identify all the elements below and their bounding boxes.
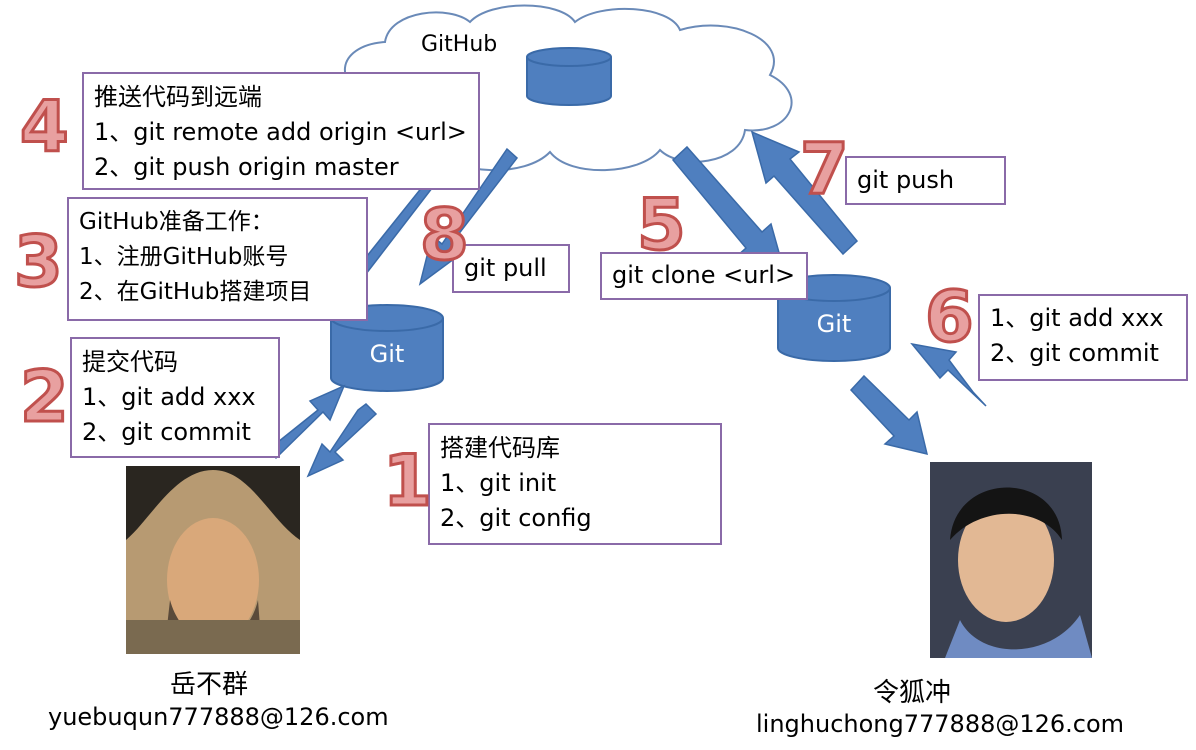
- step4-title: 推送代码到远端: [94, 83, 262, 111]
- git-label-right: Git: [816, 310, 852, 338]
- arrow-commit-down-right: [849, 374, 929, 456]
- step1-box: 搭建代码库 1、git init 2、git config: [428, 423, 722, 545]
- step-number-8: 8: [419, 194, 471, 276]
- arrow-commit-up-right: [910, 342, 987, 407]
- step3-line2: 2、在GitHub搭建项目: [79, 279, 312, 305]
- portrait-linghuchong: [930, 462, 1092, 658]
- step-number-2: 2: [19, 356, 71, 438]
- step6-box: 1、git add xxx 2、git commit: [978, 294, 1188, 381]
- step-number-5: 5: [636, 184, 688, 266]
- step-number-3: 3: [13, 221, 65, 303]
- step2-title: 提交代码: [82, 348, 178, 376]
- step8-box: git pull: [452, 244, 570, 293]
- person-email-left: yuebuqun777888@126.com: [48, 703, 389, 731]
- step2-box: 提交代码 1、git add xxx 2、git commit: [70, 337, 280, 458]
- arrow-commit-down: [306, 403, 378, 478]
- github-label: GitHub: [421, 32, 498, 57]
- step3-title: GitHub准备工作：: [79, 209, 274, 235]
- step5-command: git clone <url>: [612, 261, 796, 289]
- step7-box: git push: [845, 156, 1006, 205]
- step6-line2: 2、git commit: [990, 339, 1159, 367]
- step1-title: 搭建代码库: [440, 434, 560, 462]
- step8-command: git pull: [464, 254, 547, 282]
- step7-command: git push: [857, 166, 955, 194]
- git-label-left: Git: [369, 340, 405, 368]
- person-name-left: 岳不群: [170, 670, 249, 700]
- step-number-7: 7: [799, 128, 851, 210]
- step6-line1: 1、git add xxx: [990, 304, 1164, 332]
- step-number-4: 4: [19, 86, 71, 168]
- person-email-right: linghuchong777888@126.com: [756, 710, 1125, 738]
- step1-line2: 2、git config: [440, 504, 592, 532]
- local-git-database-icon-left: [330, 304, 444, 392]
- arrow-push-right: [750, 130, 859, 256]
- portrait-yuebuqun: [126, 466, 300, 654]
- step3-line1: 1、注册GitHub账号: [79, 244, 289, 270]
- local-git-database-icon-right: [777, 274, 891, 362]
- step2-line1: 1、git add xxx: [82, 383, 256, 411]
- github-database-icon: [526, 47, 612, 106]
- step-number-1: 1: [382, 440, 434, 522]
- arrow-pull-from-remote: [418, 147, 519, 286]
- step5-box: git clone <url>: [600, 252, 808, 300]
- step-number-6: 6: [924, 276, 976, 358]
- step2-line2: 2、git commit: [82, 418, 251, 446]
- step4-line2: 2、git push origin master: [94, 153, 399, 181]
- person-name-right: 令狐冲: [873, 678, 952, 708]
- arrow-commit-up: [266, 384, 346, 460]
- step4-box: 推送代码到远端 1、git remote add origin <url> 2、…: [82, 72, 480, 190]
- step3-box: GitHub准备工作： 1、注册GitHub账号 2、在GitHub搭建项目: [67, 197, 368, 321]
- step4-line1: 1、git remote add origin <url>: [94, 118, 467, 146]
- step1-line1: 1、git init: [440, 469, 557, 497]
